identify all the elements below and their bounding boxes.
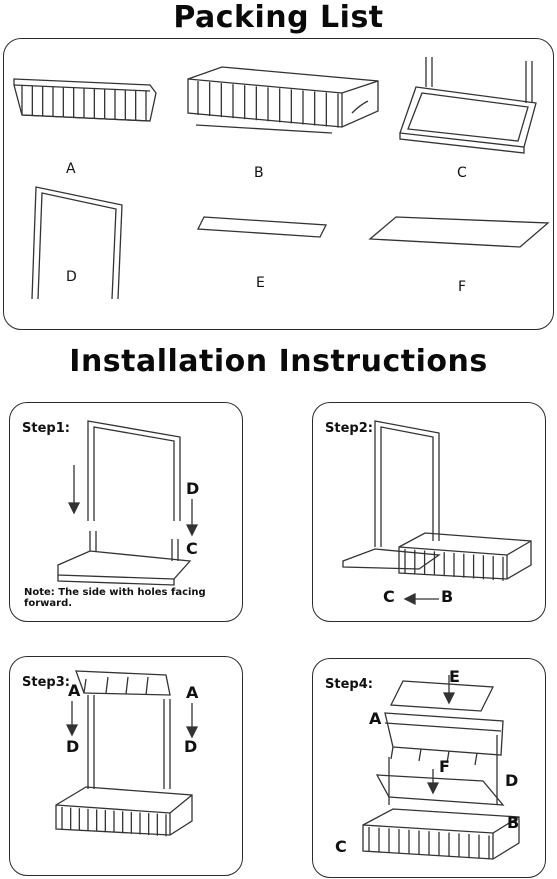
step3-left-to: D	[66, 737, 79, 756]
part-label-b: B	[254, 165, 264, 181]
step1-frame	[84, 417, 184, 525]
step2-basket	[395, 527, 535, 587]
part-b-basket	[182, 61, 382, 141]
step2-arrow	[403, 593, 439, 605]
part-label-a: A	[66, 161, 76, 177]
step1-label: Step1:	[22, 421, 70, 436]
step3-arrow-right	[184, 703, 200, 739]
step4-panel: Step4: E A F D B C	[312, 658, 546, 878]
step2-to-label: B	[441, 587, 453, 606]
step4-assembly	[333, 665, 533, 871]
step1-note: Note: The side with holes facing forward…	[24, 587, 242, 609]
step3-panel: Step3: A D A D	[9, 656, 243, 876]
packing-list-box: A B C D E F	[3, 38, 554, 330]
part-e-small-plate	[196, 213, 332, 243]
step1-from-label: D	[186, 479, 199, 498]
step1-panel: Step1: D C Note: The side with holes fac…	[9, 402, 243, 622]
part-label-e: E	[256, 275, 265, 291]
step1-arrow-left	[66, 465, 82, 515]
part-a-basket	[10, 71, 160, 141]
part-label-d: D	[66, 269, 77, 285]
step4-label-e: E	[449, 667, 460, 686]
step4-label-b: B	[507, 813, 519, 832]
part-f-large-plate	[368, 211, 552, 251]
part-c-base-tray	[396, 57, 546, 167]
part-label-c: C	[457, 165, 467, 181]
part-label-f: F	[458, 279, 466, 295]
step3-arrow-left	[64, 701, 80, 737]
step1-tray	[54, 531, 194, 587]
step2-panel: Step2: C B	[312, 402, 546, 622]
installation-title: Installation Instructions	[0, 344, 557, 379]
step4-label-f: F	[439, 757, 450, 776]
part-d-frame	[22, 181, 132, 301]
packing-list-title: Packing List	[0, 0, 557, 35]
step4-label-d: D	[505, 771, 518, 790]
step2-from-label: C	[383, 587, 395, 606]
step3-right-to: D	[184, 737, 197, 756]
step3-right-from: A	[186, 683, 198, 702]
step3-left-from: A	[68, 681, 80, 700]
step4-label-a: A	[369, 709, 381, 728]
step4-label-c: C	[335, 837, 347, 856]
